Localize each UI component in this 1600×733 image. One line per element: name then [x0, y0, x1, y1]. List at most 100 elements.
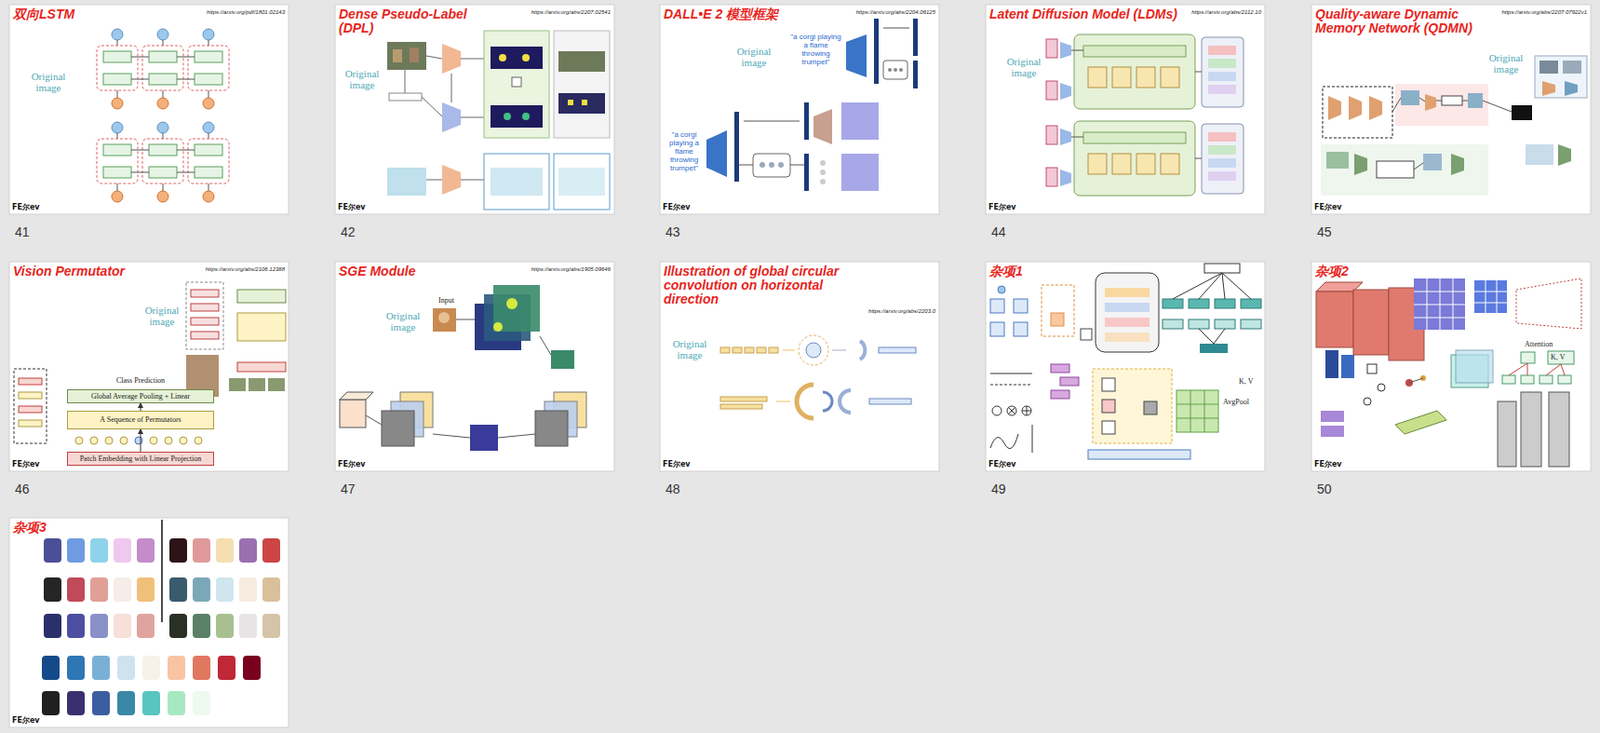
illustration-shape — [1400, 90, 1420, 106]
figure-label: K, V — [1238, 376, 1253, 386]
illustration-shape — [228, 377, 246, 391]
illustration-shape — [1013, 322, 1028, 337]
color-swatch — [239, 537, 257, 563]
illustration-shape — [142, 121, 184, 202]
illustration-shape — [1162, 319, 1184, 329]
illustration-shape — [131, 172, 149, 174]
slide-thumbnail: Illustration of global circular convolut… — [659, 261, 940, 471]
color-swatch — [90, 613, 108, 638]
illustration-shape — [1311, 261, 1591, 471]
illustration-shape — [887, 67, 892, 72]
slide-number: 45 — [1317, 224, 1332, 240]
illustration-shape — [1007, 405, 1017, 416]
illustration-shape — [804, 153, 809, 191]
illustration-shape — [1474, 291, 1507, 293]
illustration-shape — [186, 282, 224, 350]
dalle2-figure — [706, 18, 918, 191]
color-swatch — [43, 537, 62, 563]
color-swatch — [113, 537, 132, 563]
figure-label: Class Prediction — [67, 376, 215, 385]
illustration-shape — [426, 179, 443, 181]
illustration-shape — [389, 93, 422, 101]
illustration-shape — [1188, 319, 1210, 329]
illustration-shape — [493, 322, 503, 332]
illustration-shape — [176, 79, 195, 81]
slide-title: 杂项2 — [1315, 264, 1349, 279]
color-swatch — [136, 537, 155, 563]
illustration-shape — [558, 167, 606, 196]
original-image-label: Original image — [381, 309, 425, 333]
color-swatch — [242, 655, 261, 680]
illustration-shape — [820, 169, 826, 175]
slide-title: Vision Permutator — [13, 264, 125, 279]
figure-label: Attention — [1524, 339, 1553, 349]
illustration-shape — [1214, 319, 1236, 329]
illustration-shape — [90, 436, 98, 444]
flow-arrow — [140, 429, 142, 452]
illustration-shape — [659, 4, 940, 215]
illustration-shape — [1104, 332, 1150, 342]
slide-thumbnail: Latent Diffusion Model (LDMs)https://arx… — [985, 4, 1265, 215]
illustration-shape — [1162, 298, 1262, 309]
illustration-shape — [387, 41, 427, 70]
illustration-shape — [190, 303, 219, 311]
color-swatch — [136, 577, 155, 602]
illustration-shape — [460, 117, 485, 119]
illustration-shape — [470, 424, 498, 451]
illustration-shape — [96, 121, 138, 202]
illustration-shape — [179, 436, 188, 444]
dpl-figure — [387, 30, 610, 210]
illustration-shape — [739, 164, 753, 166]
layer-box: Patch Embedding with Linear Projection — [67, 451, 215, 466]
slide-title: Quality-aware Dynamic Memory Network (QD… — [1315, 7, 1474, 36]
illustration-shape — [451, 73, 453, 103]
illustration-shape — [1198, 272, 1223, 299]
slide-thumbnail: 双向LSTMhttps://arxiv.org/pdf/1801.02143Or… — [9, 4, 289, 215]
illustration-shape — [511, 77, 522, 87]
illustration-shape — [1354, 153, 1368, 175]
illustration-shape — [822, 391, 833, 411]
illustration-shape — [860, 340, 865, 360]
illustration-shape — [404, 55, 485, 118]
illustration-shape — [1050, 312, 1064, 326]
illustration-shape — [990, 373, 1033, 375]
source-url: https://arxiv.org/abs/2112.10 — [1191, 9, 1262, 15]
illustration-shape — [1527, 363, 1529, 376]
illustration-shape — [899, 67, 903, 72]
illustration-shape — [194, 436, 202, 444]
illustration-shape — [1502, 375, 1572, 384]
illustration-shape — [1088, 449, 1191, 459]
original-image-label: Original image — [1002, 55, 1046, 79]
illustration-shape — [752, 153, 791, 177]
illustration-shape — [1502, 375, 1516, 384]
illustration-shape — [335, 4, 615, 215]
original-image-label: Original image — [140, 304, 184, 327]
illustration-shape — [381, 410, 415, 446]
illustration-shape — [1060, 376, 1079, 386]
illustration-shape — [1041, 284, 1075, 337]
color-swatch — [169, 537, 188, 563]
color-swatch — [215, 613, 234, 638]
logo-mark: FE尔ev — [337, 458, 366, 470]
color-swatch — [239, 577, 257, 602]
illustration-shape — [460, 58, 485, 60]
illustration-shape — [522, 112, 530, 121]
illustration-shape — [1395, 83, 1489, 126]
illustration-shape — [1419, 97, 1426, 102]
illustration-shape — [1204, 389, 1206, 432]
slide-thumbnail: DALL•E 2 模型框架https://arxiv.org/abs/2204.… — [659, 4, 940, 215]
illustration-shape — [1046, 121, 1196, 196]
illustration-shape — [1046, 34, 1196, 109]
illustration-shape — [176, 172, 195, 174]
illustration-shape — [1172, 272, 1223, 299]
illustration-shape — [1367, 363, 1377, 374]
sge-figure — [339, 284, 587, 451]
illustration-shape — [131, 56, 149, 58]
slide-thumbnail: 杂项2FE尔evAttentionK, V — [1311, 261, 1591, 471]
illustration-shape — [1320, 144, 1489, 196]
slide-thumbnail: 杂项3FE尔ev — [9, 517, 289, 727]
illustration-shape — [1021, 405, 1032, 416]
illustration-shape — [1176, 389, 1219, 432]
illustration-shape — [1485, 280, 1487, 313]
illustration-shape — [1162, 298, 1184, 309]
